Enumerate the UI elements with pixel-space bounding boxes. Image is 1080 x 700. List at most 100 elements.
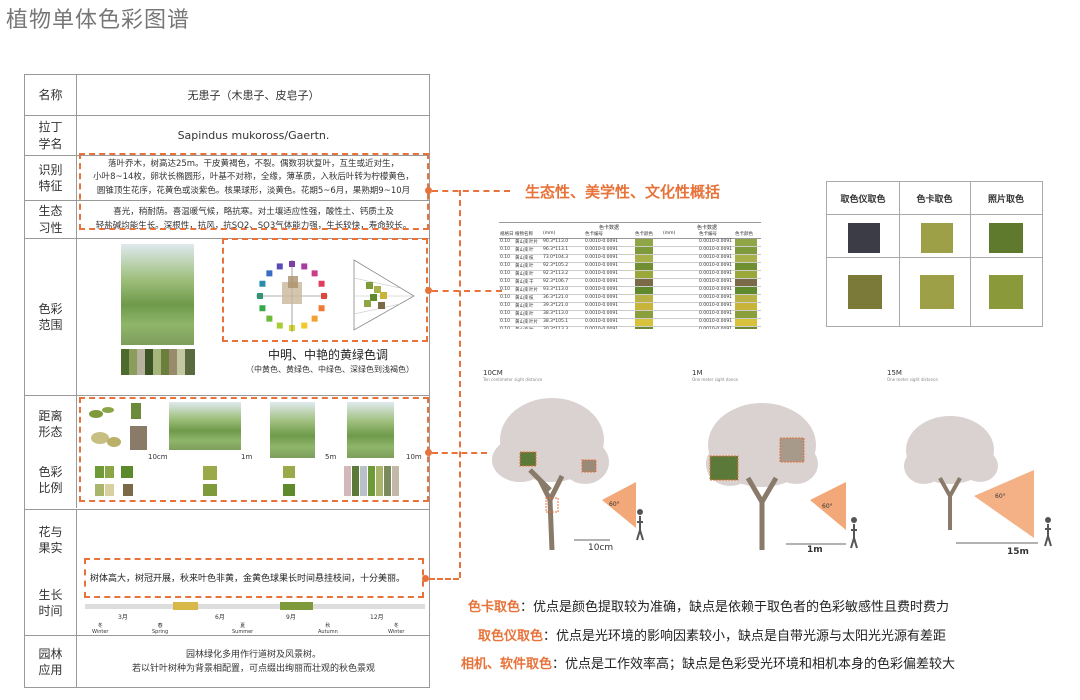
- table-swatch: [735, 255, 757, 262]
- table-cell: 0.0010-0.0091: [585, 247, 619, 252]
- table-cell: 0.0010-0.0091: [585, 255, 619, 260]
- page-title: 植物单体色彩图谱: [6, 8, 191, 33]
- table-cell: 叶: [529, 327, 534, 329]
- season-label: 夏 Summer: [232, 623, 254, 635]
- table-cell: 0.0010-0.0091: [699, 271, 733, 276]
- leaf-cluster: [89, 407, 121, 447]
- table-cell: 黄山栾: [515, 288, 529, 293]
- note-camera: 相机、软件取色：优点是工作效率高；缺点是色彩受光环境和相机本身的色彩偏差较大: [461, 653, 955, 672]
- connector-dot: [422, 575, 429, 582]
- table-cell: 黄山栾: [515, 280, 529, 285]
- connector-dot: [425, 287, 432, 294]
- table-swatch: [635, 295, 653, 302]
- tree-illustration-15m: 60°: [904, 416, 1052, 547]
- table-cell: 0.10: [500, 279, 511, 284]
- tree-photo: [121, 244, 194, 345]
- table-cell: 叶片: [529, 320, 538, 325]
- photo-sample: [989, 223, 1023, 253]
- table-cell: 0.10: [500, 303, 511, 308]
- note-text: ：优点是光环境的影响因素较小，缺点是自带光源与太阳光光源有差距: [543, 629, 947, 644]
- table-swatch: [635, 327, 653, 329]
- note-text: ：优点是工作效率高；缺点是色彩受光环境和相机本身的色彩偏差较大: [552, 657, 956, 672]
- table-cell: 0.10: [500, 239, 511, 244]
- row-label: 距离 形态: [25, 396, 77, 452]
- month-label: 9月: [286, 614, 296, 621]
- season-label: 春 Spring: [152, 623, 169, 635]
- table-cell: 黄山栾: [515, 296, 529, 301]
- note-color-card: 色卡取色：优点是颜色提取较为准确，缺点是依赖于取色者的色彩敏感性且费时费力: [468, 596, 949, 615]
- table-cell: 黄山栾: [515, 312, 529, 317]
- header-cell: 色卡颜色: [735, 232, 753, 237]
- table-cell: 92.3*113.2: [543, 271, 569, 276]
- connector-line: [429, 578, 459, 580]
- row-name: 名称 无患子（木患子、皮皂子）: [25, 75, 429, 116]
- table-cell: 0.10: [500, 247, 511, 252]
- table-swatch: [635, 287, 653, 294]
- table-cell: 叶片: [529, 240, 538, 245]
- timeline-segment: [280, 602, 313, 610]
- table-cell: 黄山栾: [515, 320, 529, 325]
- table-swatch: [635, 247, 653, 254]
- month-label: 12月: [370, 614, 384, 621]
- method-swatch: [848, 275, 882, 309]
- text-line: 若以针叶树种为背景相配置，可点缀出绚丽而壮观的秋色景观: [131, 664, 375, 674]
- timeline-segment: [173, 602, 198, 610]
- note-key: 相机、软件取色: [461, 657, 553, 672]
- table-swatch: [635, 239, 653, 246]
- highlight-eco-text: [79, 153, 429, 230]
- method-header: 照片取色: [970, 182, 1042, 215]
- table-swatch: [735, 247, 757, 254]
- row-label: 拉丁 学名: [25, 116, 77, 155]
- tree-photo-5m: [270, 402, 315, 458]
- table-swatch: [635, 255, 653, 262]
- distance-label-1m: 1m: [241, 453, 253, 461]
- wheel-segment: [318, 280, 325, 287]
- table-cell: 叶: [529, 304, 534, 309]
- table-cell: 0.0010-0.0091: [699, 311, 733, 316]
- table-cell: 0.0010-0.0091: [585, 263, 619, 268]
- table-cell: 0.10: [500, 271, 511, 276]
- row-color-range: 色彩 范围: [25, 239, 429, 396]
- method-compare-table: 取色仪取色 色卡取色 照片取色: [826, 181, 1043, 327]
- row-label: 生长 时间: [25, 570, 77, 636]
- table-cell: 73.0*104.3: [543, 255, 569, 260]
- table-cell: 0.0010-0.0091: [585, 303, 619, 308]
- distance-label-5m: 5m: [325, 453, 337, 461]
- table-swatch: [735, 287, 757, 294]
- table-cell: 39.3*121.0: [543, 303, 569, 308]
- color-strip: [121, 349, 195, 375]
- table-header: 规格日 植物名称 (mm) 色卡编号 色卡颜色 (mm) 色卡编号 色卡颜色: [499, 231, 761, 239]
- summary-heading: 生态性、美学性、文化性概括: [525, 183, 721, 201]
- row-identification: 识别 特征 落叶乔木，树高达25m。干皮黄褐色，不裂。偶数羽状复叶，互生或近对生…: [25, 156, 429, 201]
- table-cell: 黄山栾: [515, 304, 529, 309]
- header-cell: 色卡编号: [585, 232, 603, 237]
- table-swatch: [735, 319, 757, 326]
- season-label: 冬 Winter: [92, 623, 109, 635]
- table-cell: 0.10: [500, 311, 511, 316]
- table-cell: 30.3*113.3: [543, 327, 568, 329]
- leaf-photo: [131, 403, 141, 419]
- method-header: 色卡取色: [899, 182, 971, 215]
- table-cell: 0.0010-0.0091: [699, 247, 733, 252]
- sight-angle: 60°: [822, 503, 833, 510]
- table-swatch: [735, 311, 757, 318]
- table-cell: 0.10: [500, 295, 511, 300]
- note-key: 取色仪取色: [478, 629, 544, 644]
- wheel-segment: [301, 322, 308, 329]
- table-cell: 0.0010-0.0091: [585, 319, 619, 324]
- measure-label: 1m: [807, 545, 823, 555]
- wheel-segment: [266, 270, 273, 277]
- wheel-segment: [301, 263, 308, 270]
- table-group-title: 色卡数据: [599, 225, 620, 231]
- table-cell: 0.0010-0.0091: [585, 295, 619, 300]
- wheel-segment: [259, 280, 266, 287]
- table-swatch: [735, 279, 757, 286]
- latin-name: Sapindus mukoross/Gaertn.: [177, 129, 330, 142]
- row-distance: 距离 形态 色彩 比例: [25, 396, 429, 510]
- table-swatch: [635, 319, 653, 326]
